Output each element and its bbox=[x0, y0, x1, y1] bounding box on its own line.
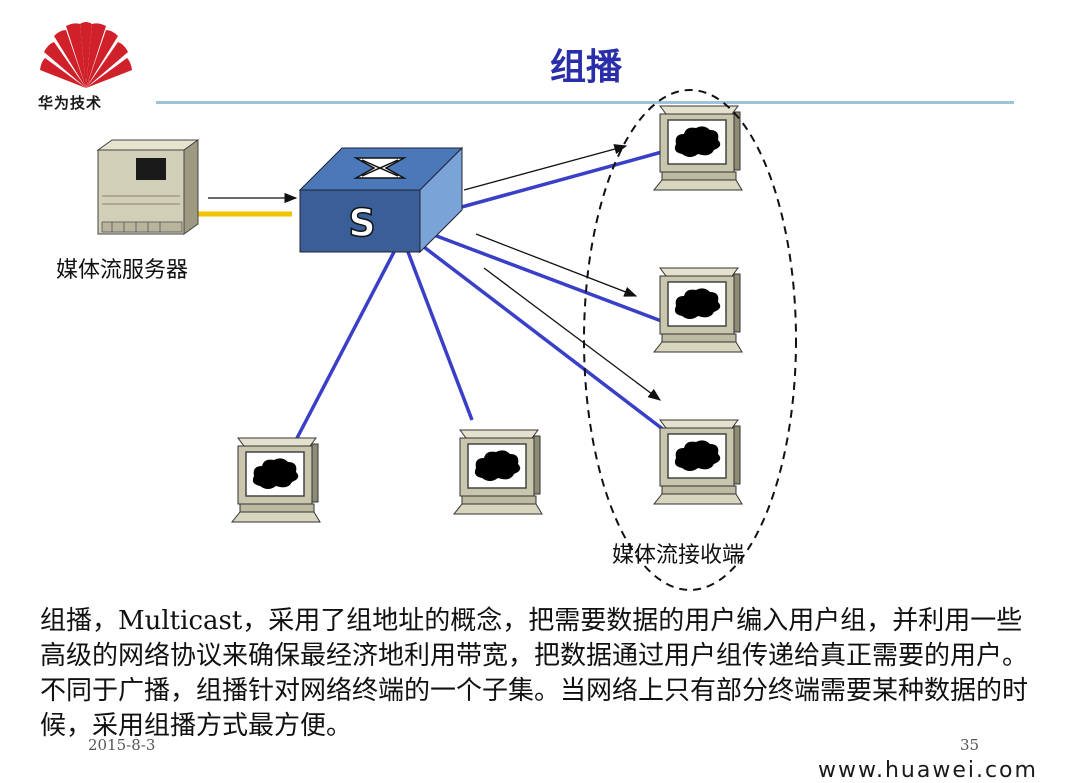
logo-text: 华为技术 bbox=[38, 94, 103, 112]
footer-date: 2015-8-3 bbox=[88, 736, 156, 754]
body-text: 组播，Multicast，采用了组地址的概念，把需要数据的用户编入用户组，并利用… bbox=[40, 604, 1030, 744]
slide-title: 组播 bbox=[549, 47, 622, 88]
title-divider bbox=[156, 101, 1014, 104]
receiver-pc-1-icon bbox=[653, 105, 743, 191]
arrow-to-receiver-2 bbox=[475, 233, 638, 297]
host-pc-left-icon bbox=[231, 437, 321, 523]
multicast-diagram: S bbox=[96, 89, 797, 591]
footer-page-number: 35 bbox=[960, 736, 980, 754]
link-receiver-3 bbox=[418, 242, 666, 432]
media-server-icon bbox=[96, 139, 200, 235]
link-receiver-1 bbox=[457, 150, 663, 210]
receiver-pc-3-icon bbox=[653, 419, 743, 505]
receiver-group-label: 媒体流接收端 bbox=[612, 543, 745, 568]
receiver-pc-2-icon bbox=[653, 267, 743, 353]
media-server-label: 媒体流服务器 bbox=[56, 258, 189, 283]
footer-url: www.huawei.com bbox=[818, 758, 1038, 783]
switch-icon: S bbox=[298, 146, 464, 254]
arrow-to-receiver-3 bbox=[483, 267, 662, 401]
link-host-left bbox=[294, 251, 396, 441]
arrow-to-receiver-1 bbox=[463, 144, 628, 191]
link-receiver-2 bbox=[425, 230, 665, 324]
switch-label: S bbox=[348, 201, 375, 245]
link-host-middle bbox=[406, 251, 474, 421]
body-paragraph-2: 不同于广播，组播针对网络终端的一个子集。当网络上只有部分终端需要某种数据的时候，… bbox=[40, 676, 1029, 741]
multicast-group-ellipse bbox=[583, 89, 797, 591]
huawei-logo-icon bbox=[40, 22, 132, 89]
body-paragraph-1: 组播，Multicast，采用了组地址的概念，把需要数据的用户编入用户组，并利用… bbox=[40, 606, 1029, 671]
host-pc-middle-icon bbox=[453, 429, 543, 515]
